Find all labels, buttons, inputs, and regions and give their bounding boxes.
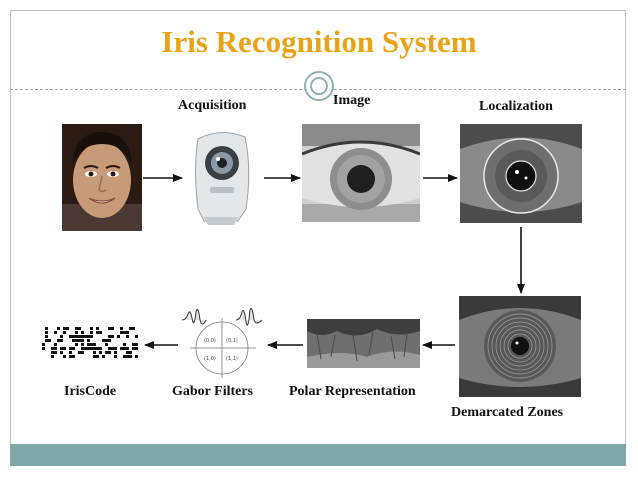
label-polar-representation: Polar Representation [289, 384, 416, 400]
label-localization: Localization [479, 99, 553, 115]
demarcated-eye-image [459, 296, 581, 397]
iris-camera-device [190, 129, 255, 226]
label-acquisition: Acquisition [178, 98, 246, 114]
localized-eye-image [460, 124, 582, 223]
gabor-label-2: (0,1) [226, 338, 238, 344]
polar-strip [307, 319, 420, 368]
label-gabor-filters: Gabor Filters [172, 384, 253, 400]
gabor-label-1: (0,0) [204, 338, 216, 344]
eye-image [302, 124, 420, 222]
gabor-label-4: (1,1) [226, 356, 238, 362]
label-iriscode: IrisCode [64, 384, 116, 400]
label-demarcated-zones: Demarcated Zones [451, 405, 563, 421]
gabor-label-3: (1,0) [204, 356, 216, 362]
label-image: Image [333, 93, 370, 109]
gabor-filter-plot: (0,0) (0,1) (1,0) (1,1) [180, 306, 265, 381]
face-photo [62, 124, 142, 231]
iriscode-barcode [42, 326, 139, 360]
